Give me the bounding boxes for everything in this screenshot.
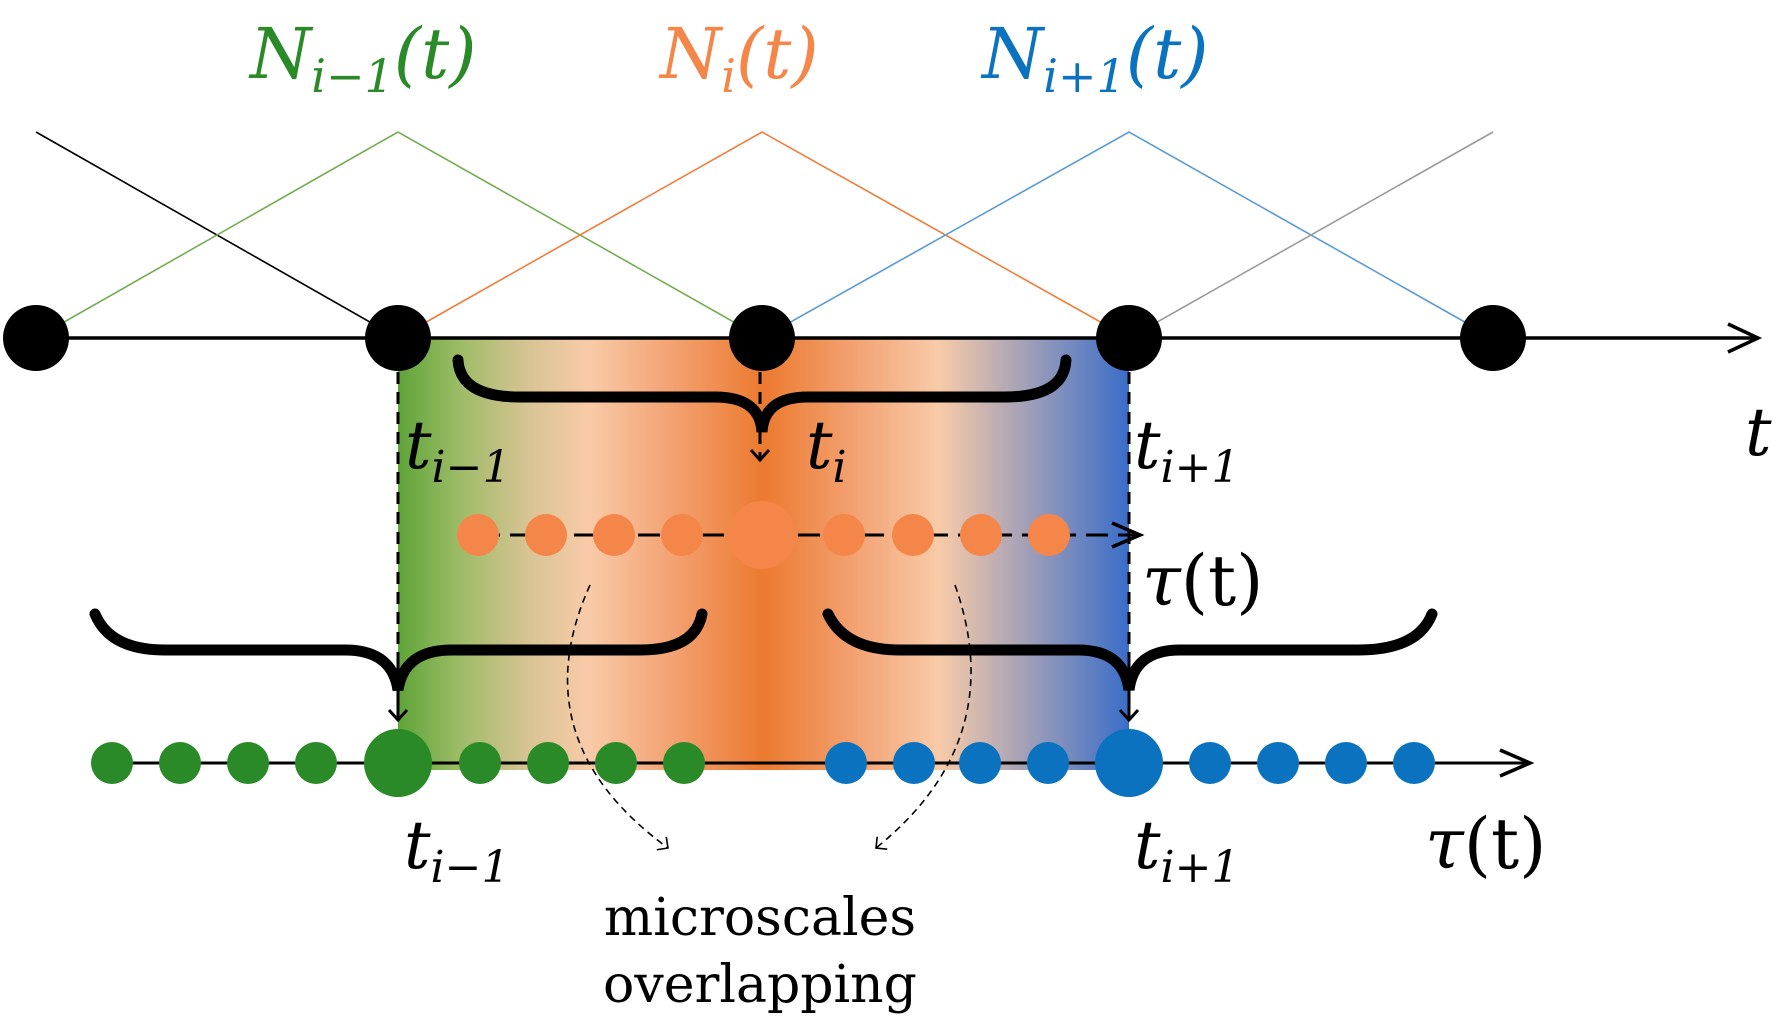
- micro-node: [1027, 742, 1069, 784]
- micro-node: [661, 514, 703, 556]
- micro-nodes-green: [91, 729, 705, 797]
- curly-brace-icon: [822, 608, 1438, 691]
- label-tau-middle: τ(t): [1142, 540, 1263, 622]
- micro-node: [159, 742, 201, 784]
- micro-node: [663, 742, 705, 784]
- micro-node: [960, 514, 1002, 556]
- macro-node: [3, 305, 69, 371]
- micro-node: [1189, 742, 1231, 784]
- label-node-next: ti+1: [1134, 407, 1239, 493]
- macro-node: [1096, 305, 1162, 371]
- micro-node: [893, 742, 935, 784]
- micro-node: [728, 501, 796, 569]
- macro-node: [1460, 305, 1526, 371]
- macro-nodes: [3, 305, 1526, 371]
- macro-node: [365, 305, 431, 371]
- label-bottom-next: ti+1: [1134, 807, 1239, 893]
- label-bottom-prev: ti−1: [404, 807, 509, 893]
- micro-node: [1393, 742, 1435, 784]
- micro-nodes-blue: [825, 729, 1435, 797]
- micro-node: [457, 514, 499, 556]
- micro-nodes-orange: [457, 501, 1070, 569]
- micro-node: [527, 742, 569, 784]
- micro-node: [825, 742, 867, 784]
- dashed-arrow-icon: [875, 584, 972, 850]
- micro-node: [593, 514, 635, 556]
- label-node-prev: ti−1: [405, 407, 510, 493]
- shape-cur-line: [397, 131, 1130, 339]
- micro-node: [1028, 514, 1070, 556]
- shape-functions: [35, 131, 1494, 339]
- micro-node: [525, 514, 567, 556]
- micro-node: [459, 742, 501, 784]
- label-shape-next: Ni+1(t): [980, 13, 1209, 103]
- micro-node: [1095, 729, 1163, 797]
- micro-node: [959, 742, 1001, 784]
- micro-node: [823, 514, 865, 556]
- micro-node: [364, 729, 432, 797]
- micro-node: [227, 742, 269, 784]
- micro-node: [595, 742, 637, 784]
- micro-node: [1257, 742, 1299, 784]
- shape-next-line: [761, 131, 1494, 339]
- dashed-arrow-icon: [566, 584, 669, 851]
- note-line-2: overlapping: [603, 955, 917, 1015]
- shape-next-next-line: [1128, 131, 1494, 339]
- label-tau-bottom: τ(t): [1425, 803, 1546, 885]
- curly-brace-icon: [89, 608, 708, 692]
- curly-brace-icon: [452, 354, 1072, 433]
- label-shape-cur: Ni(t): [658, 13, 819, 103]
- micro-node: [91, 742, 133, 784]
- label-shape-prev: Ni−1(t): [248, 13, 477, 103]
- micro-node: [295, 742, 337, 784]
- arrow-right-icon: [1499, 748, 1535, 778]
- micro-node: [1325, 742, 1367, 784]
- macro-node: [729, 305, 795, 371]
- shape-prev-line: [35, 131, 763, 339]
- arrow-right-icon: [1727, 322, 1763, 354]
- label-node-cur: ti: [806, 407, 847, 493]
- arrow-right-icon: [1111, 521, 1145, 549]
- note-line-1: microscales: [604, 888, 916, 948]
- micro-node: [892, 514, 934, 556]
- label-axis-t: t: [1745, 394, 1772, 471]
